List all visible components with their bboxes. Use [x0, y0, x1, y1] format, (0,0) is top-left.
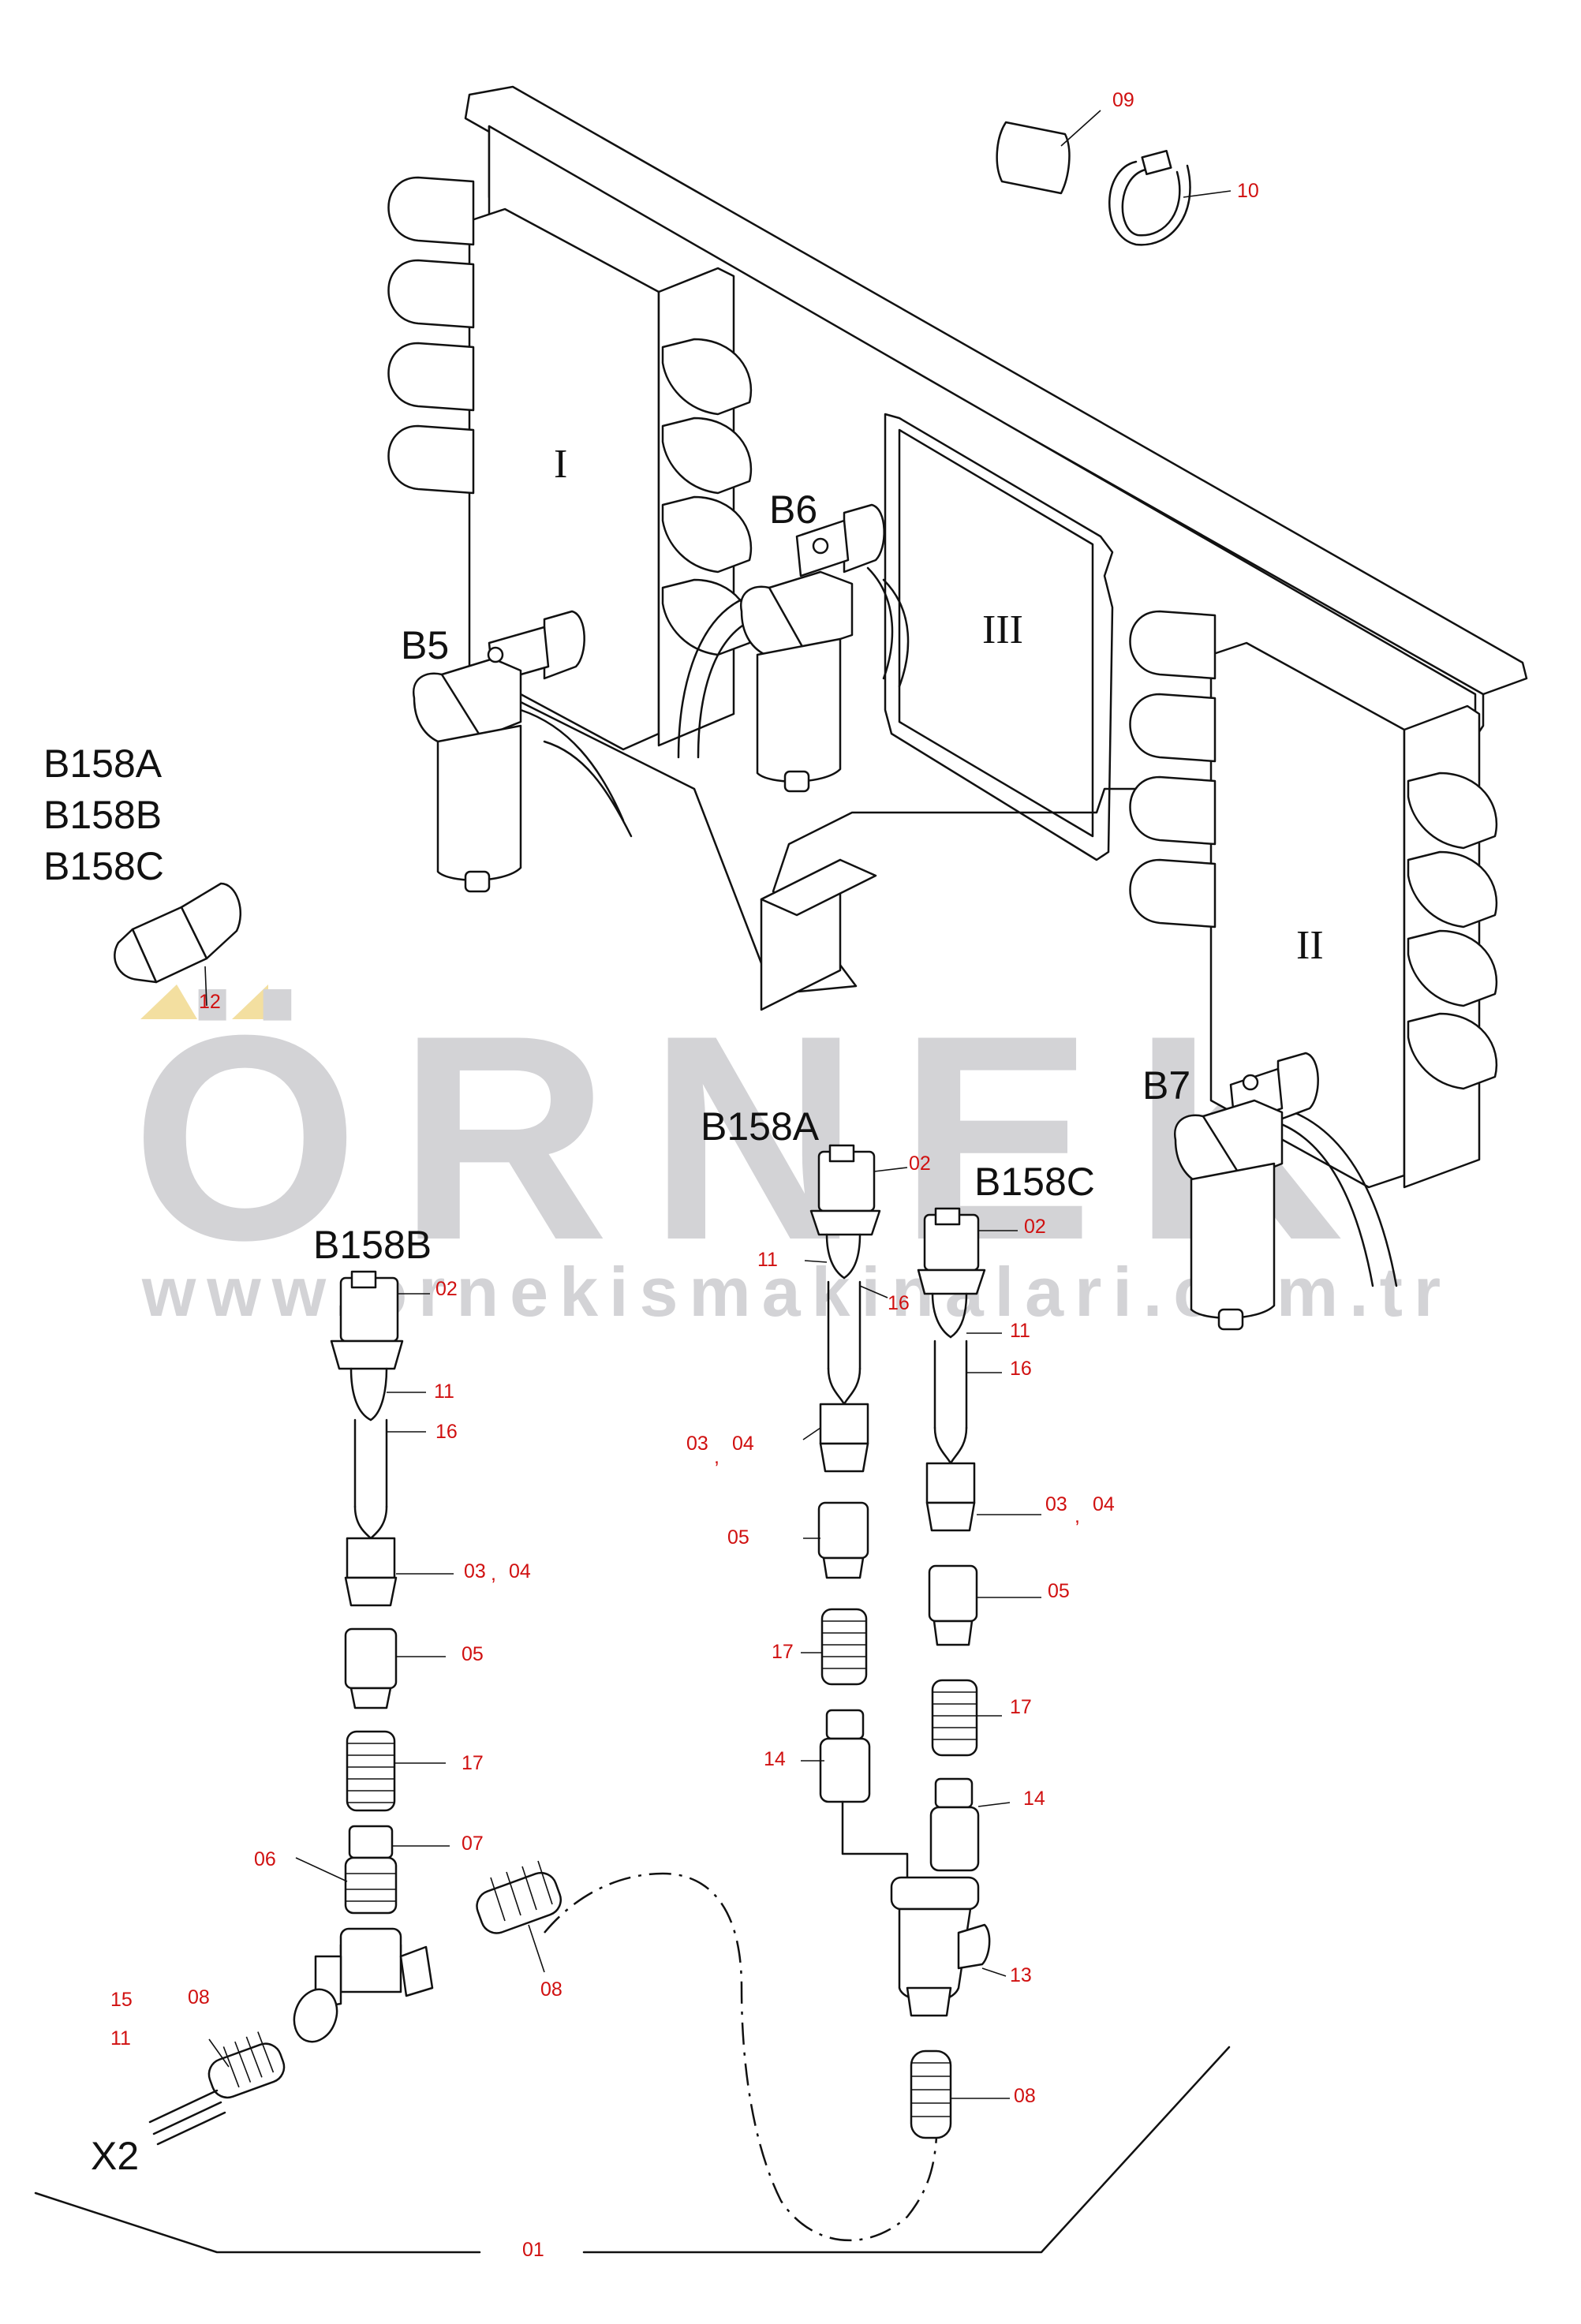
ref-b158c-14: 14 [1023, 1788, 1045, 1810]
watermark-brand: ÖRNEK [132, 975, 1383, 1301]
block-label-1: I [554, 442, 567, 487]
ref-b158a-05: 05 [727, 1526, 749, 1549]
ref-right-08: 08 [1014, 2085, 1036, 2107]
ref-b158c-17: 17 [1010, 1696, 1032, 1718]
ref-13: 13 [1010, 1964, 1032, 1986]
ref-b158c-16: 16 [1010, 1358, 1032, 1380]
ref-b158c-03: 03 [1045, 1493, 1067, 1515]
ref-b158b-07: 07 [462, 1833, 484, 1855]
block-label-2: II [1296, 923, 1324, 968]
top-rail [464, 85, 1528, 696]
block-1-right-knobs [661, 338, 753, 656]
caption-harness-b158c: B158C [974, 1160, 1095, 1204]
ref-b158c-11: 11 [1010, 1320, 1030, 1342]
watermark-triangle-right [232, 985, 268, 1019]
svg-text:,: , [714, 1446, 719, 1468]
spring-branch [476, 1860, 562, 1934]
ref-b158b-03: 03 [464, 1560, 486, 1582]
ref-12: 12 [199, 991, 221, 1013]
stack-b158a [809, 1144, 909, 1879]
watermark-triangle-left [140, 985, 197, 1019]
caption-b7: B7 [1142, 1063, 1190, 1108]
ref-b158a-02: 02 [909, 1153, 931, 1175]
block-2-left-cylinders [1129, 610, 1217, 928]
caption-b5: B5 [401, 623, 449, 667]
ref-06: 06 [254, 1848, 276, 1870]
ref-b158a-11: 11 [757, 1249, 778, 1271]
ref-b158b-11: 11 [434, 1381, 454, 1403]
ref-b158a-17: 17 [772, 1641, 794, 1663]
block-1-left-cylinders [387, 176, 475, 495]
valve-block-assembly [387, 85, 1528, 1331]
valve-b6 [739, 503, 885, 793]
svg-text:,: , [491, 1563, 496, 1585]
part-refs: 09 10 12 02 11 16 03 , 04 05 17 07 06 08… [110, 89, 1259, 2261]
ref-01: 01 [522, 2239, 544, 2261]
ref-09: 09 [1112, 89, 1134, 111]
window-frame [884, 413, 1114, 861]
caption-b158a-top: B158A [43, 742, 163, 786]
ref-b158b-17: 17 [462, 1752, 484, 1774]
ref-b158a-03: 03 [686, 1433, 708, 1455]
ref-x2-11: 11 [110, 2027, 131, 2049]
ref-x2-08: 08 [188, 1986, 210, 2008]
caption-harness-b158a: B158A [701, 1104, 820, 1149]
ref-b158a-04: 04 [732, 1433, 754, 1455]
caption-b158c-top: B158C [43, 844, 164, 888]
hose-b5 [519, 708, 633, 838]
captions: B158A B158B B158C B5 B6 B7 B158A B158B B… [43, 442, 1324, 2178]
ref-b158c-04: 04 [1093, 1493, 1115, 1515]
valve-b7 [1173, 1052, 1319, 1331]
watermark: ÖRNEK www.ornekismakinalari.com.tr [132, 975, 1441, 1331]
caption-x2: X2 [91, 2134, 139, 2178]
x2-wires [148, 2089, 226, 2146]
ref-b158c-05: 05 [1048, 1580, 1070, 1602]
hose-b7 [1269, 1111, 1398, 1287]
harness-bracket [34, 2046, 1231, 2254]
cable-tie [1108, 149, 1191, 246]
caption-b158b-top: B158B [43, 793, 162, 837]
svg-text:,: , [1075, 1505, 1080, 1527]
stack-b158c [890, 1207, 991, 2139]
leader-lines [208, 110, 1232, 2099]
tee-13 [890, 1876, 991, 2017]
spring-right [910, 2049, 952, 2139]
ref-b158b-05: 05 [462, 1643, 484, 1665]
ref-b158c-02: 02 [1024, 1216, 1046, 1238]
ref-branch-08: 08 [540, 1978, 563, 2001]
ref-b158b-16: 16 [435, 1421, 458, 1443]
harness-route [544, 1872, 940, 2242]
tape-roll [996, 121, 1071, 195]
ref-b158a-16: 16 [888, 1292, 910, 1314]
hose-b6 [677, 598, 755, 759]
ref-10: 10 [1237, 180, 1259, 202]
caption-harness-b158b: B158B [313, 1223, 432, 1267]
caption-b6: B6 [769, 488, 817, 532]
ref-b158b-02: 02 [435, 1278, 458, 1300]
stack-b158b [148, 1270, 562, 2146]
spring-x2 [207, 2031, 286, 2099]
ref-b158b-04: 04 [509, 1560, 531, 1582]
block-2-right-knobs [1407, 772, 1498, 1090]
valve-b5 [412, 610, 585, 893]
ref-b158a-14: 14 [764, 1748, 786, 1770]
sensor-12 [114, 882, 242, 1007]
block-label-3: III [982, 607, 1023, 652]
ref-15: 15 [110, 1989, 133, 2011]
